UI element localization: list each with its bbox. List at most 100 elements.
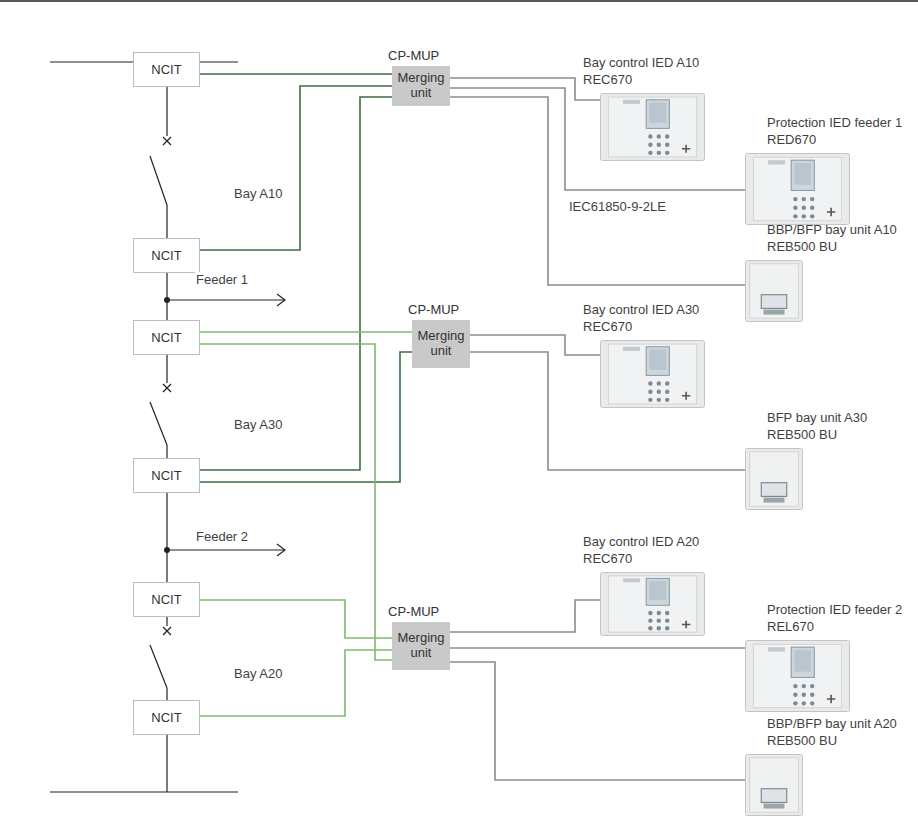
device-keypad [764,310,785,315]
device-key [665,381,669,385]
device-caption: BBP/BFP bay unit A20REB500 BU [767,715,897,750]
signal-connector [200,650,392,716]
device-screen [646,578,669,605]
device-housing [746,755,803,816]
bay-label: Bay A10 [233,186,283,201]
busbar-unit-device: BBP/BFP bay unit A10REB500 BU [745,260,803,322]
device-screen [646,347,669,376]
feeder-line [167,549,285,550]
unit-type-label: CP-MUP [408,302,459,317]
device-screen [761,789,787,803]
signal-connector [200,600,392,638]
device-key [802,197,806,201]
device-key [657,389,661,393]
device-led-strip [623,578,640,582]
breaker-blade [150,645,167,688]
device-key [810,693,814,697]
signal-connector [200,352,412,482]
ncit-label: NCIT [151,330,181,345]
device-key [665,134,669,138]
breaker-cross [163,137,171,145]
device-model: REC670 [583,318,699,336]
ncit-label: NCIT [151,710,181,725]
device-led-strip [768,160,785,164]
device-caption: BFP bay unit A30REB500 BU [767,409,867,444]
ncit-box: NCIT [133,52,200,87]
signal-connector [200,86,392,250]
ncit-label: NCIT [151,248,181,263]
ncit-label: NCIT [151,592,181,607]
device-picture [600,93,705,161]
device-key [802,206,806,210]
protocol-label: IEC61850-9-2LE [568,199,667,214]
bay-wire [166,205,167,238]
device-key [657,398,661,402]
busbar-unit-device: BBP/BFP bay unit A20REB500 BU [745,754,803,816]
device-model: REB500 BU [767,426,867,444]
bay-wire [166,735,167,792]
device-key [802,684,806,688]
device-screen [761,483,787,497]
signal-connector [450,88,745,190]
bay-wire [166,87,167,136]
device-picture [745,448,803,510]
device-key [665,611,669,615]
signal-connector [200,331,412,333]
device-caption: BBP/BFP bay unit A10REB500 BU [767,221,897,256]
device-keypad [764,498,785,503]
breaker-blade [150,156,167,205]
device-key [665,398,669,402]
feeder-label: Feeder 1 [195,272,249,287]
bay-wire [166,617,167,626]
feeder-line [167,299,285,300]
device-picture [745,640,850,712]
device-screen-glass [649,103,666,123]
breaker-cross [163,627,171,635]
device-screen [761,295,787,309]
device-key [810,214,814,218]
top-rule [0,0,918,2]
device-key [648,134,652,138]
device-key [793,701,797,705]
device-key [665,389,669,393]
device-key [657,381,661,385]
merging-unit-box: CP-MUPMerging unit [392,66,450,106]
device-title: BBP/BFP bay unit A20 [767,715,897,733]
device-picture [745,260,803,322]
signal-connector [450,662,745,780]
device-housing [746,641,850,712]
device-front [753,157,841,220]
bay-label: Bay A30 [233,417,283,432]
device-key [657,134,661,138]
device-model: REB500 BU [767,238,897,256]
device-front [608,576,696,632]
ncit-label: NCIT [151,62,181,77]
device-key [793,206,797,210]
device-housing [746,154,850,225]
device-key [657,142,661,146]
device-key [648,611,652,615]
feeder-arrowhead [277,294,285,306]
device-key [802,693,806,697]
device-key [657,611,661,615]
device-key [810,206,814,210]
ncit-label: NCIT [151,468,181,483]
device-caption: Protection IED feeder 2REL670 [767,601,902,636]
device-key [802,701,806,705]
device-key [648,626,652,630]
device-key [648,618,652,622]
bay-wire [166,355,167,383]
feeder-label: Feeder 2 [195,529,249,544]
busbar [50,791,238,792]
device-housing [601,573,705,636]
device-caption: Bay control IED A20REC670 [583,533,699,568]
device-caption: Protection IED feeder 1RED670 [767,114,902,149]
signal-connector [200,73,392,75]
device-key [810,197,814,201]
device-title: Bay control IED A20 [583,533,699,551]
device-front [608,97,696,157]
device-title: Protection IED feeder 1 [767,114,902,132]
device-screen-glass [794,163,811,185]
ncit-box: NCIT [133,700,200,735]
device-key [810,684,814,688]
